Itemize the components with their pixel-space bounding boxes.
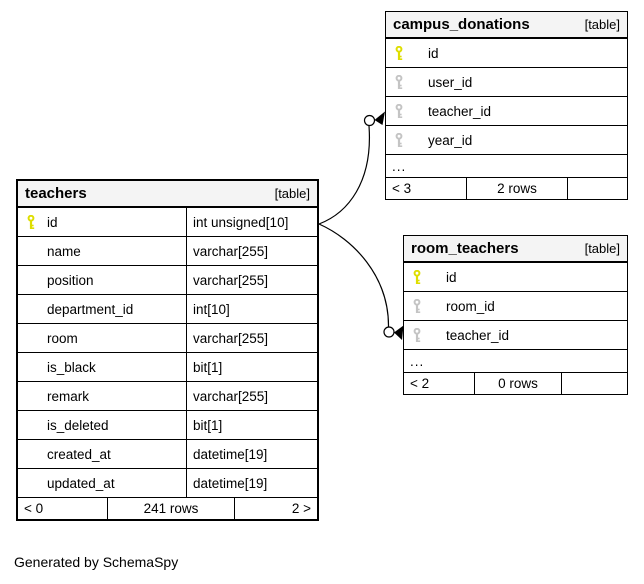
column-type: datetime[19]	[186, 469, 317, 497]
column-name: updated_at	[47, 475, 115, 491]
column-type: varchar[255]	[186, 324, 317, 352]
primary-key-icon	[412, 269, 446, 285]
column-row-name: name varchar[255]	[18, 237, 317, 266]
column-row-user-id: user_id	[386, 68, 627, 97]
column-type: varchar[255]	[186, 266, 317, 294]
column-row-teacher-id: teacher_id	[404, 321, 627, 350]
column-row-room-id: room_id	[404, 292, 627, 321]
column-name: room_id	[446, 298, 495, 314]
column-name: year_id	[428, 132, 473, 148]
table-campus-donations[interactable]: campus_donations [table] id user_id teac…	[385, 11, 628, 200]
column-name: remark	[47, 388, 90, 404]
table-tag: [table]	[584, 17, 620, 32]
column-name: room	[47, 330, 78, 346]
column-name: id	[47, 214, 58, 230]
column-row-room: room varchar[255]	[18, 324, 317, 353]
primary-key-icon	[394, 45, 428, 61]
relationship-teachers-campus-donations	[318, 111, 385, 225]
table-footer: < 0 241 rows 2 >	[18, 498, 317, 519]
column-row-department-id: department_id int[10]	[18, 295, 317, 324]
column-name: name	[47, 243, 81, 259]
column-name: teacher_id	[446, 327, 510, 343]
table-footer: < 3 2 rows	[386, 178, 627, 199]
table-room-teachers[interactable]: room_teachers [table] id room_id teacher…	[403, 235, 628, 395]
foreign-key-icon	[394, 103, 428, 119]
column-name: user_id	[428, 74, 473, 90]
table-footer: < 2 0 rows	[404, 373, 627, 394]
column-type: int unsigned[10]	[186, 208, 317, 236]
footer-parent-count	[567, 178, 627, 199]
ellipsis-row: ...	[386, 155, 627, 178]
column-name: created_at	[47, 446, 111, 462]
column-row-id: id	[404, 263, 627, 292]
column-name: id	[446, 269, 457, 285]
column-name: position	[47, 272, 94, 288]
column-row-updated-at: updated_at datetime[19]	[18, 469, 317, 498]
footer-children-count: < 0	[24, 501, 44, 516]
column-name: teacher_id	[428, 103, 492, 119]
column-type: varchar[255]	[186, 382, 317, 410]
column-name: is_black	[47, 359, 96, 375]
relationship-teachers-room-teachers	[318, 223, 404, 340]
footer-children-count: < 2	[410, 376, 430, 391]
column-row-created-at: created_at datetime[19]	[18, 440, 317, 469]
column-row-teacher-id: teacher_id	[386, 97, 627, 126]
column-name: is_deleted	[47, 417, 109, 433]
table-name: room_teachers	[411, 240, 519, 257]
footer-row-count: 0 rows	[474, 373, 561, 394]
column-row-id: id int unsigned[10]	[18, 208, 317, 237]
table-header: teachers [table]	[18, 181, 317, 208]
footer-row-count: 2 rows	[466, 178, 567, 199]
column-row-id: id	[386, 39, 627, 68]
table-header: campus_donations [table]	[386, 12, 627, 39]
footer-row-count: 241 rows	[107, 498, 234, 519]
table-teachers[interactable]: teachers [table] id int unsigned[10] nam…	[16, 179, 319, 521]
foreign-key-icon	[412, 298, 446, 314]
zero-one-circle-icon	[383, 326, 395, 338]
ellipsis-row: ...	[404, 350, 627, 373]
foreign-key-icon	[394, 74, 428, 90]
table-tag: [table]	[584, 241, 620, 256]
footer-parent-count	[561, 373, 627, 394]
table-header: room_teachers [table]	[404, 236, 627, 263]
footer-parent-count: 2 >	[234, 498, 317, 519]
column-row-year-id: year_id	[386, 126, 627, 155]
arrowhead-icon	[374, 111, 385, 125]
table-tag: [table]	[274, 186, 310, 201]
generator-caption: Generated by SchemaSpy	[14, 554, 179, 570]
foreign-key-icon	[412, 327, 446, 343]
column-row-remark: remark varchar[255]	[18, 382, 317, 411]
column-type: bit[1]	[186, 353, 317, 381]
primary-key-icon	[26, 214, 47, 230]
table-name: teachers	[25, 185, 87, 202]
column-row-is-deleted: is_deleted bit[1]	[18, 411, 317, 440]
column-type: varchar[255]	[186, 237, 317, 265]
column-type: datetime[19]	[186, 440, 317, 468]
table-name: campus_donations	[393, 16, 530, 33]
zero-one-circle-icon	[363, 114, 376, 127]
column-row-is-black: is_black bit[1]	[18, 353, 317, 382]
column-type: int[10]	[186, 295, 317, 323]
column-name: id	[428, 45, 439, 61]
column-name: department_id	[47, 301, 134, 317]
foreign-key-icon	[394, 132, 428, 148]
column-type: bit[1]	[186, 411, 317, 439]
column-row-position: position varchar[255]	[18, 266, 317, 295]
footer-children-count: < 3	[392, 181, 412, 196]
